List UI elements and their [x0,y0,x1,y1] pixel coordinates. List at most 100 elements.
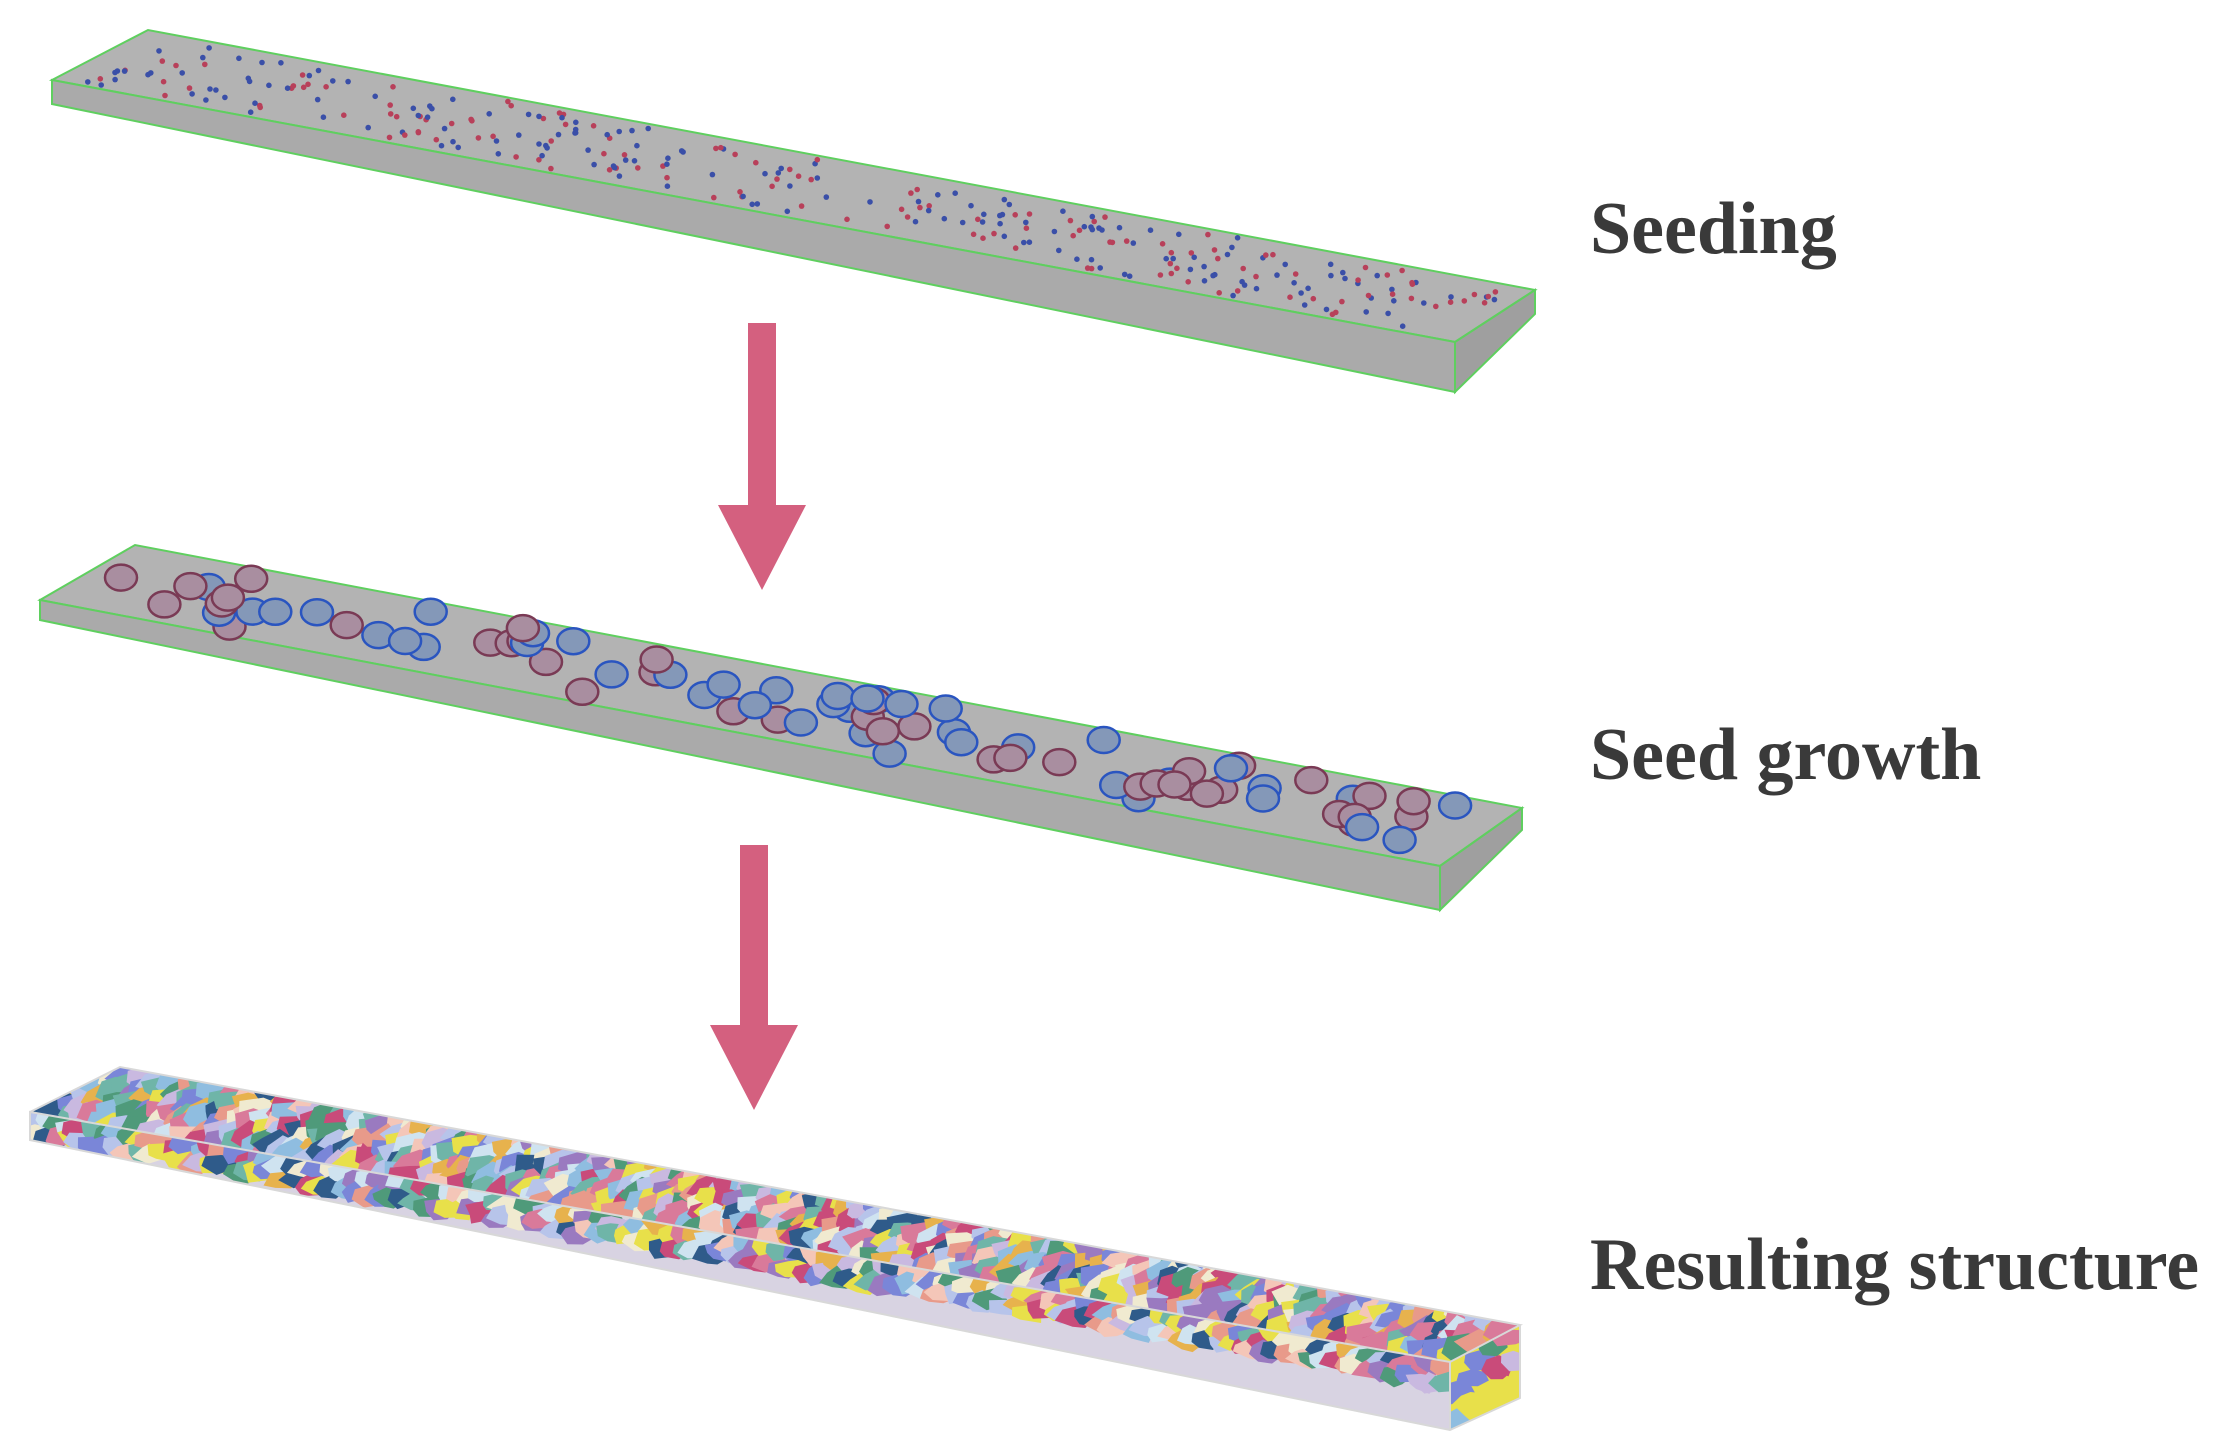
seed-point [145,71,151,78]
seed-point [718,144,724,151]
seed-point [590,123,597,129]
seed-point [1224,251,1231,258]
seed-point [1102,214,1108,220]
seed-point [970,231,977,238]
seed-point [1291,280,1297,286]
seed-point [678,148,685,154]
seed-point [1355,277,1361,283]
seed-point [740,193,746,200]
seed-point [709,171,716,178]
grain-blue [1213,754,1249,783]
seed-point [1216,290,1222,296]
grain-patch [1491,1375,1520,1398]
down-arrow-2 [710,845,798,1110]
seed-point [979,219,986,225]
seed-point [1287,294,1293,301]
seed-point [1215,255,1221,262]
seed-point [1384,272,1391,278]
grain-red [1042,747,1077,777]
seed-point [1342,275,1348,282]
seed-point [1211,247,1218,253]
seed-point [912,218,919,225]
seed-point [1168,249,1175,256]
seed-point [1121,271,1128,278]
seed-point [572,130,578,136]
seed-point [179,70,185,76]
seed-point [314,96,321,103]
seed-point [1170,255,1176,262]
seed-point [284,85,291,91]
seed-point [330,78,336,84]
grain-blue [1344,812,1380,842]
seed-point [386,134,393,141]
seed-point [980,235,986,241]
seed-point [1188,250,1195,256]
grain-red [528,647,564,677]
seed-point [121,68,128,74]
seed-point [997,212,1003,219]
grain-red [565,677,600,707]
seed-point [898,206,905,213]
seed-point [433,136,440,143]
seed-point [1168,270,1175,277]
seed-point [259,59,265,66]
seed-point [732,151,738,158]
seed-point [1241,282,1248,288]
seed-point [754,201,761,207]
seed-point [935,192,941,198]
seed-point [536,141,542,147]
seed-point [1323,306,1330,313]
seed-point [737,189,743,195]
seed-point [315,67,322,74]
grain-blue [413,597,448,626]
seed-point [200,54,206,61]
seed-point [606,167,613,173]
grain-blue [928,694,963,723]
seed-point [1006,201,1013,208]
seed-point [665,155,671,161]
grain-red [329,610,364,640]
seed-point [1201,278,1208,284]
seed-point [1234,235,1241,241]
seed-point [1088,256,1095,263]
seed-point [203,97,209,103]
seed-point [85,79,91,85]
seed-point [365,124,372,131]
seed-point [256,102,263,109]
seed-point [664,161,670,167]
seed-point [1205,231,1211,238]
seed-point [1362,264,1369,271]
seed-point [814,156,821,163]
seed-point [991,230,997,237]
seed-point [635,165,641,171]
seed-point [774,176,780,182]
seed-point [415,129,422,136]
seed-point [159,58,166,64]
seed-point [1399,267,1405,274]
grain-blue [1382,825,1417,855]
seed-point [372,93,379,100]
seed-point [222,94,228,101]
grain-red [147,590,182,619]
seed-point [762,170,768,177]
seed-point [247,109,254,115]
seed-point [775,170,782,176]
seed-point [1176,231,1182,238]
seed-point [320,114,327,120]
seed-point [1051,228,1058,235]
seed-point [290,83,297,89]
seed-point [749,201,755,208]
seeding-slab-side [1454,288,1536,395]
seed-point [1091,218,1097,225]
seed-point [513,154,519,160]
seed-point [1363,309,1369,315]
grain-blue [884,689,919,719]
seed-point [186,85,193,91]
grain-red [233,564,269,594]
seed-point [1240,265,1246,272]
seed-point [266,82,272,89]
seed-point [997,220,1003,227]
seed-point [390,84,396,90]
seed-point [299,72,306,78]
seed-point [323,84,329,90]
